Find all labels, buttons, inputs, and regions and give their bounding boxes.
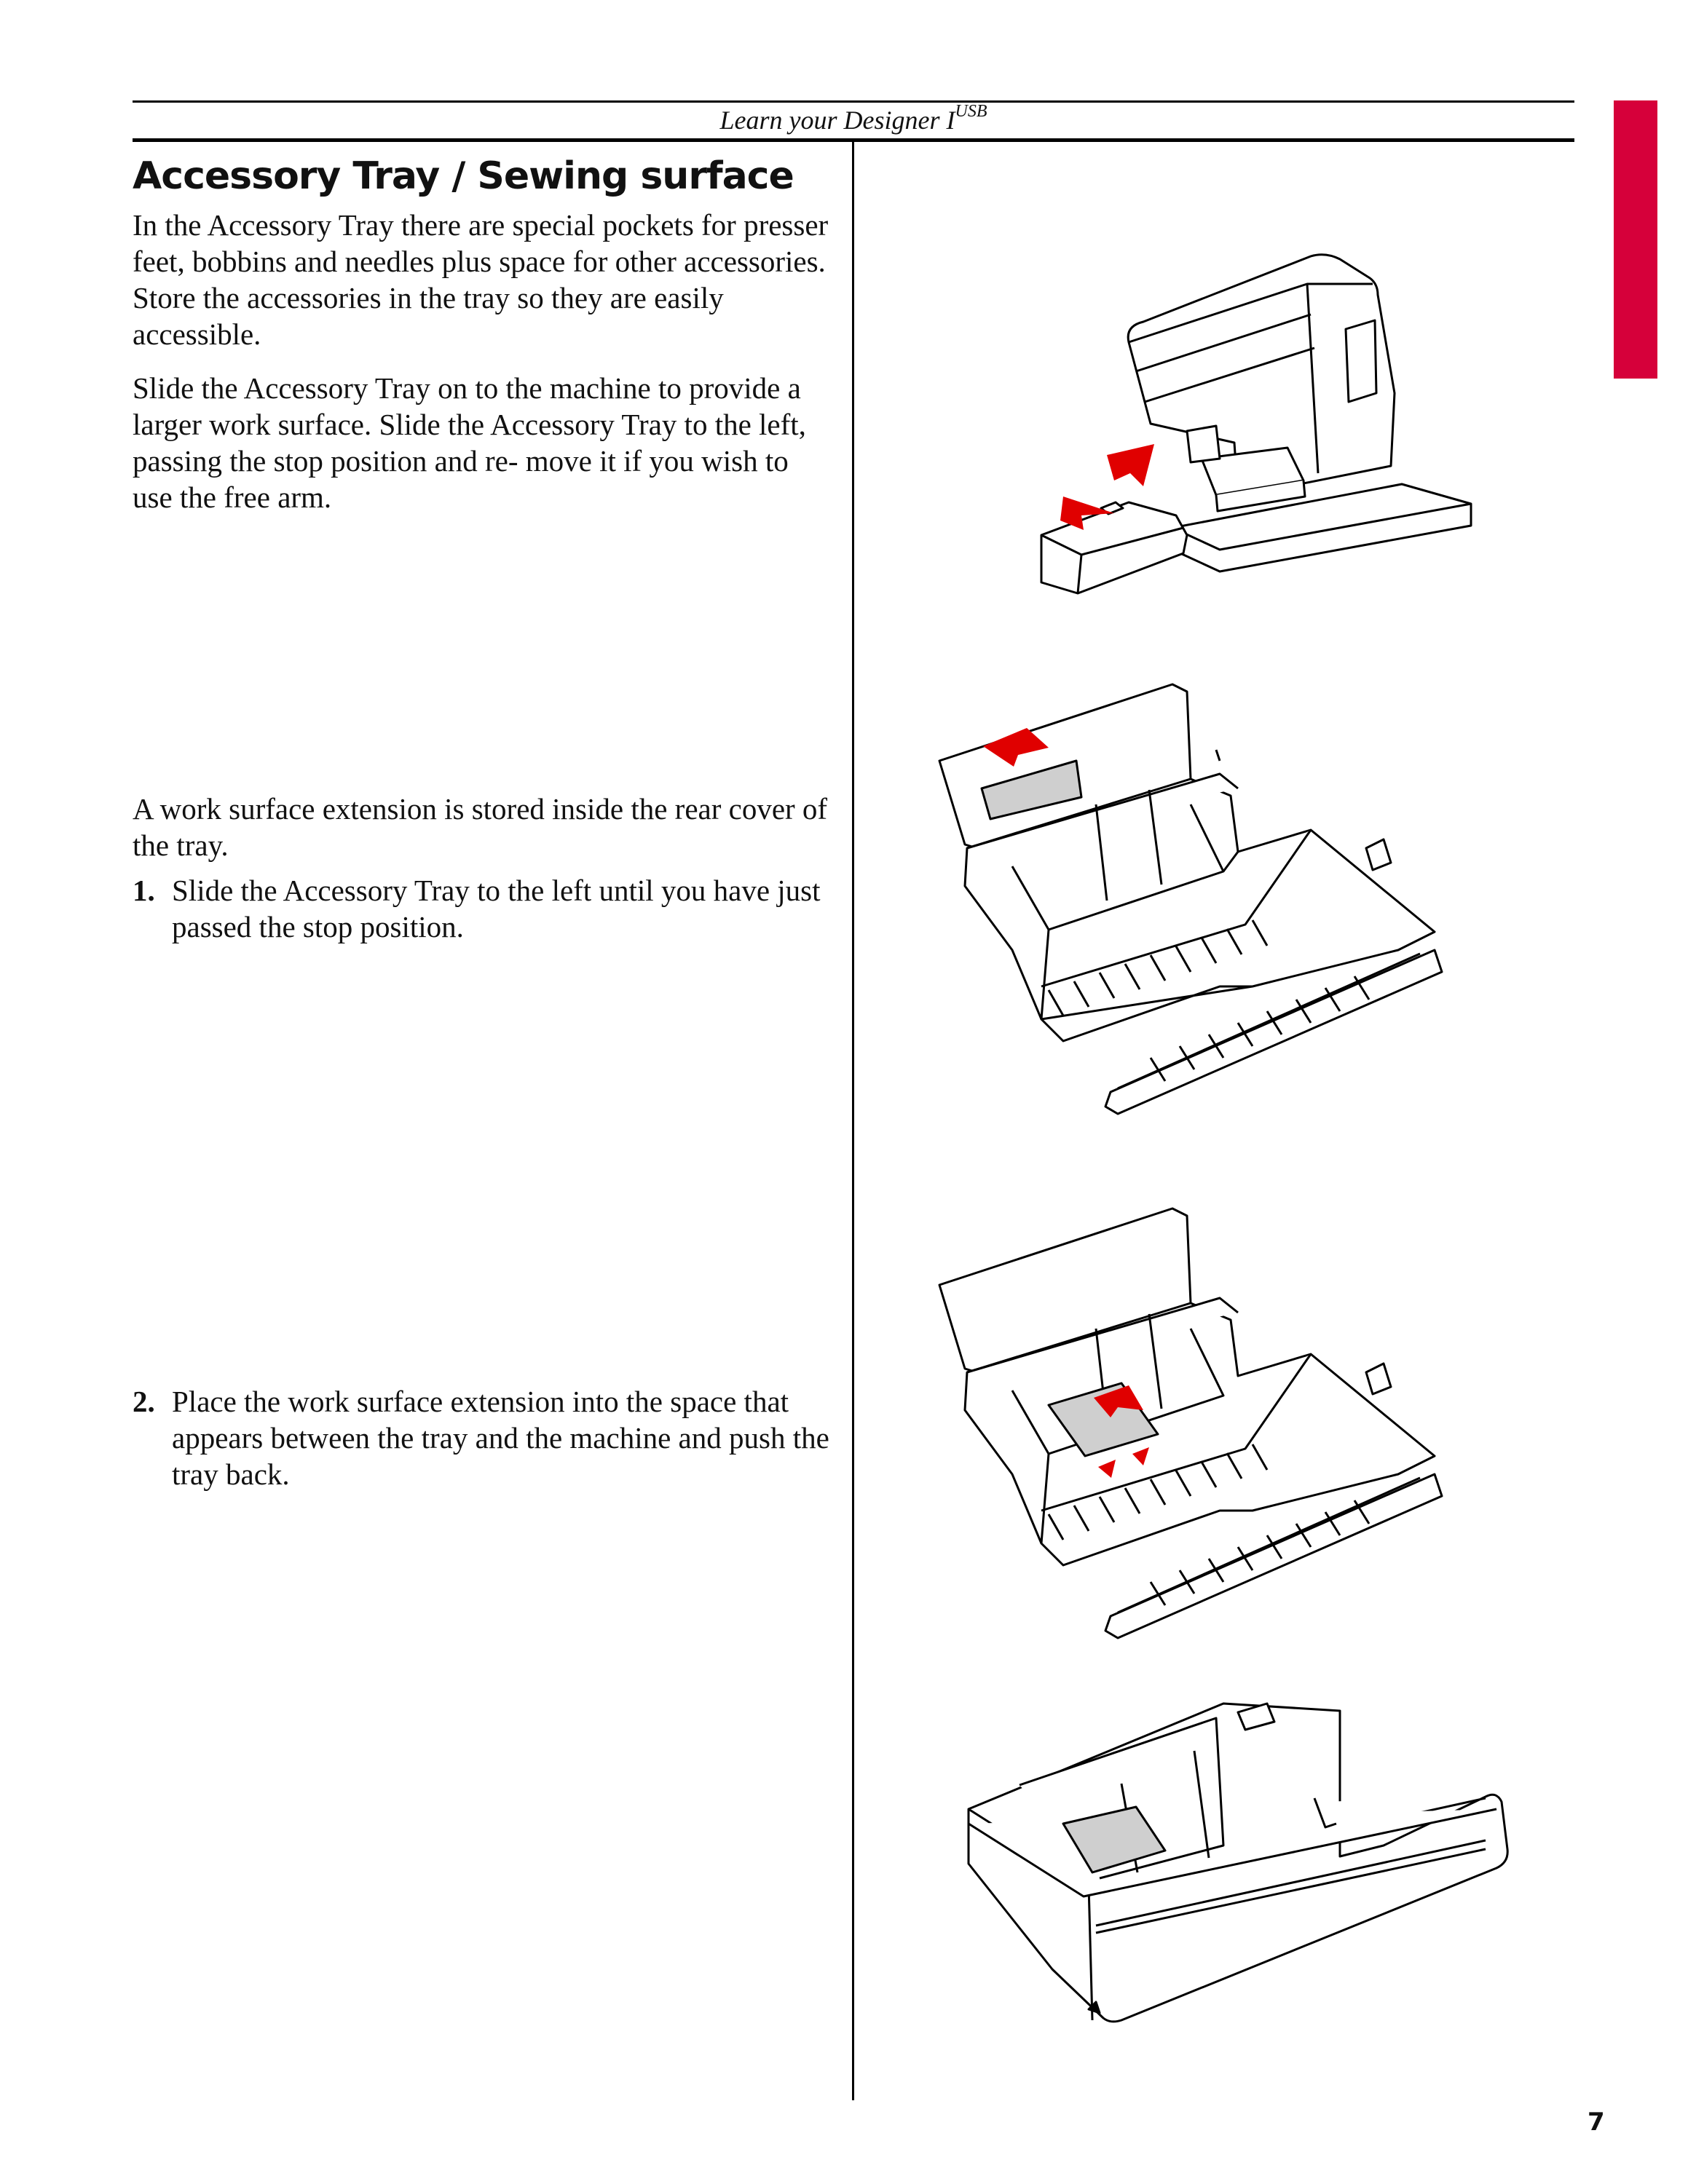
running-head-superscript: USB [955,102,987,121]
running-head: Learn your Designer IUSB [133,102,1574,135]
tray-open-illustration [938,683,1443,1115]
tray-with-extension-illustration [967,1702,1509,2023]
running-head-title: Learn your Designer I [719,106,955,135]
column-divider [852,142,854,2100]
step-number: 2. [133,1385,155,1418]
page-number: 7 [1588,2108,1605,2137]
machine-with-tray-illustration [1040,253,1472,595]
intro-paragraph-2: Slide the Accessory Tray on to the machi… [133,371,806,514]
step-2: 2. Place the work surface extension into… [133,1383,832,1492]
chapter-thumb-tab [1614,100,1657,379]
section-title: Accessory Tray / Sewing surface [133,154,794,198]
header-rule-top [133,100,1574,103]
extension-inserted-illustration [938,1207,1443,1639]
step-number: 1. [133,874,155,907]
extension-intro-paragraph: A work surface extension is stored insid… [133,792,828,862]
step-text: Slide the Accessory Tray to the left unt… [172,874,821,943]
header-rule-bottom [133,138,1574,142]
step-1: 1. Slide the Accessory Tray to the left … [133,872,832,945]
intro-paragraph-1: In the Accessory Tray there are special … [133,208,829,351]
step-text: Place the work surface extension into th… [172,1385,829,1491]
